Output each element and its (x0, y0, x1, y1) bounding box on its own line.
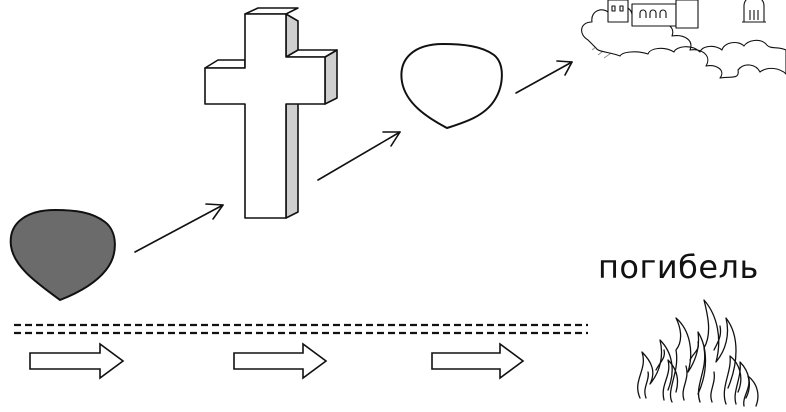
block-arrow-3 (432, 344, 523, 378)
block-arrow-2 (234, 344, 326, 378)
heaven-city-icon (582, 0, 786, 78)
arrow-to-white-heart (318, 132, 400, 180)
dark-heart-icon (11, 210, 115, 300)
block-arrow-1 (30, 344, 123, 378)
dashed-divider (14, 325, 588, 333)
arrow-to-heaven (516, 61, 572, 93)
fire-icon (638, 300, 758, 406)
arrow-to-cross (135, 204, 223, 252)
white-heart-icon (401, 44, 501, 128)
cross-icon (205, 8, 337, 218)
perdition-label: погибель (598, 248, 759, 286)
